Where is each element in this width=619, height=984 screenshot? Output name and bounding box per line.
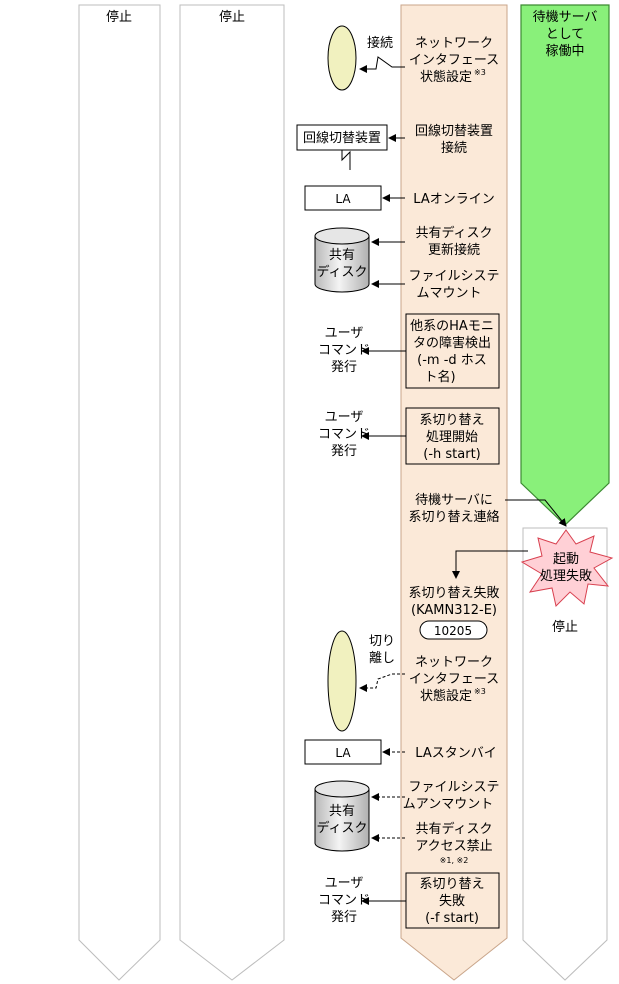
notify-standby-line-1: 待機サーバに (415, 493, 493, 508)
error-code-label: 10205 (434, 624, 472, 638)
shared-disk-top-body (314, 236, 370, 293)
disk-deny-line-2: アクセス禁止 (415, 839, 492, 854)
ha-detect-box (405, 313, 500, 389)
standby-status-line-3: 稼働中 (545, 44, 584, 59)
shared-disk-top-line-1: 共有 (329, 248, 355, 263)
ha-detect-line-1: 他系のHAモニ (410, 319, 494, 334)
user-cmd-2-line-3: 発行 (331, 444, 357, 459)
startup-failure-burst (520, 529, 614, 607)
la-online-label: LAオンライン (413, 192, 494, 207)
standby-status-line-1: 待機サーバ (533, 10, 598, 25)
fs-mount-line-1: ファイルシステ (408, 269, 499, 284)
detach-lightning (359, 673, 405, 692)
lane-server-1 (78, 4, 161, 981)
switch-fail-msg-line-1: 系切り替え失敗 (408, 586, 499, 601)
user-cmd-3-line-3: 発行 (331, 910, 357, 925)
standby-stopped-status: 停止 (552, 619, 578, 635)
fs-unmount-line-1: ファイルシステ (408, 780, 499, 795)
disk-deny-note: ※1, ※2 (440, 856, 469, 865)
nif-set-1-line-2: インタフェース (409, 53, 499, 68)
ha-detect-line-3: (-m -d ホス (417, 353, 487, 368)
failure-return-arrow (452, 550, 528, 579)
notify-standby-arrow (505, 499, 567, 527)
shared-disk-bottom-line-2: ディスク (316, 820, 367, 836)
switch-start-box (405, 407, 500, 465)
ha-detect-line-2: タの障害検出 (413, 335, 491, 351)
error-code-badge (419, 620, 488, 640)
user-cmd-3-line-1: ユーザ (325, 876, 364, 891)
server-1-status: 停止 (106, 9, 132, 25)
user-cmd-1-line-3: 発行 (331, 360, 357, 375)
detach-line-2: 離し (369, 651, 395, 666)
lane-active-server (400, 4, 508, 981)
lane-server-2 (179, 4, 285, 981)
nif-set-2-line-1: ネットワーク (415, 655, 493, 670)
user-cmd-1-line-2: コマンド (318, 343, 370, 358)
la-device-bottom-label: LA (335, 746, 351, 760)
lane-standby-server-active (520, 4, 610, 526)
burst-line-2: 処理失敗 (540, 569, 592, 584)
switch-fail-box (405, 872, 500, 929)
standby-status-line-2: として (546, 27, 585, 42)
line-switch-device-label: 回線切替装置 (303, 130, 381, 146)
switch-device-lightning (341, 150, 351, 170)
connect-lightning (359, 56, 405, 73)
switch-connect-line-2: 接続 (441, 140, 467, 156)
la-standby-label: LAスタンバイ (415, 746, 496, 761)
nif-set-1-line-3: 状態設定 (420, 69, 472, 85)
fs-unmount-line-2: ムアンマウント (403, 797, 493, 812)
switch-fail-line-3: (-f start) (425, 911, 479, 926)
line-switch-device (296, 124, 388, 151)
notify-standby-line-2: 系切り替え連絡 (408, 509, 499, 525)
nif-set-2-note: ※3 (474, 687, 486, 696)
burst-line-1: 起動 (553, 552, 579, 567)
fs-mount-line-2: ムマウント (416, 286, 481, 301)
switch-fail-msg-line-2: (KAMN312-E) (411, 603, 497, 618)
user-cmd-2-line-2: コマンド (318, 427, 370, 442)
switch-connect-line-1: 回線切替装置 (415, 123, 493, 139)
switch-start-line-3: (-h start) (423, 447, 480, 462)
lane-standby-server-bottom (522, 527, 608, 981)
la-device-top (304, 185, 382, 211)
network-interface-bottom (327, 630, 357, 732)
disk-deny-line-1: 共有ディスク (415, 821, 492, 837)
switch-start-line-2: 処理開始 (426, 430, 478, 445)
switch-start-line-1: 系切り替え (419, 413, 484, 428)
connect-label: 接続 (367, 35, 393, 51)
la-device-bottom (304, 739, 382, 765)
nif-set-1-line-1: ネットワーク (415, 36, 493, 51)
shared-disk-bottom-line-1: 共有 (329, 804, 355, 819)
nif-set-2-line-3: 状態設定 (420, 688, 472, 704)
nif-set-1-note: ※3 (474, 68, 486, 77)
disk-update-line-2: 更新接続 (428, 242, 480, 258)
shared-disk-top-cap (314, 227, 370, 245)
user-cmd-1-line-1: ユーザ (325, 326, 364, 341)
user-cmd-3-line-2: コマンド (318, 893, 370, 908)
shared-disk-bottom-body (314, 789, 370, 852)
nif-set-2-line-2: インタフェース (409, 672, 499, 687)
la-device-top-label: LA (335, 192, 351, 206)
shared-disk-top-line-2: ディスク (316, 264, 367, 280)
disk-update-line-1: 共有ディスク (415, 225, 492, 241)
ha-detect-line-4: ト名) (424, 369, 455, 385)
shared-disk-bottom-cap (314, 780, 370, 798)
switch-fail-line-1: 系切り替え (419, 877, 484, 892)
user-cmd-2-line-1: ユーザ (325, 410, 364, 425)
detach-line-1: 切り (369, 634, 395, 649)
switch-fail-line-2: 失敗 (439, 894, 465, 909)
network-interface-top (327, 25, 357, 91)
server-2-status: 停止 (219, 9, 245, 25)
